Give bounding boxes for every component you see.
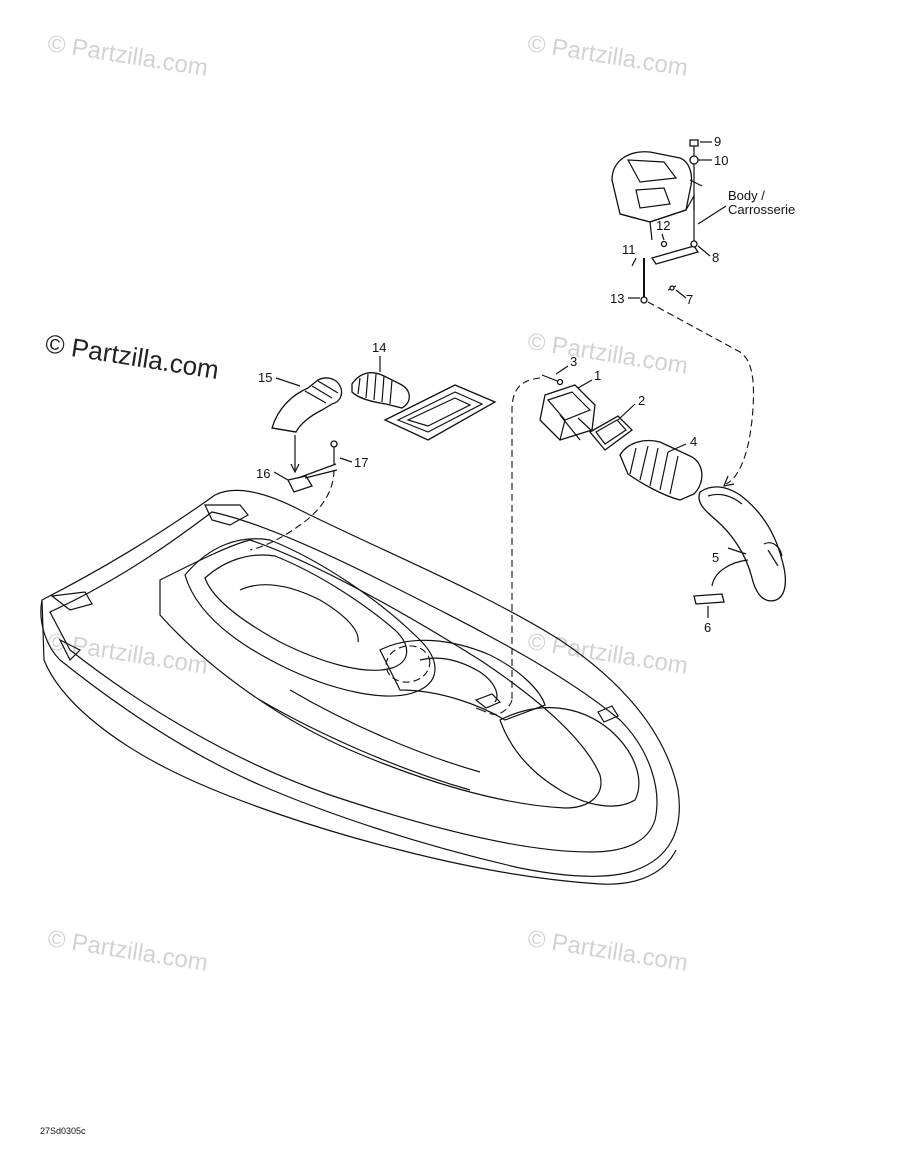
top-assembly [611, 139, 703, 304]
callout-6: 6 [704, 620, 711, 635]
callout-17: 17 [354, 455, 368, 470]
callout-8: 8 [712, 250, 719, 265]
callout-15: 15 [258, 370, 272, 385]
callout-12: 12 [656, 218, 670, 233]
callout-11: 11 [622, 242, 636, 257]
right-assembly [475, 301, 787, 715]
hull-illustration [40, 489, 680, 885]
callout-10: 10 [714, 153, 728, 168]
callout-7: 7 [686, 292, 693, 307]
body-note: Body / Carrosserie [728, 188, 795, 217]
callout-13: 13 [610, 291, 624, 306]
callout-1: 1 [594, 368, 601, 383]
callouts: 1 2 3 4 5 6 7 8 9 10 11 12 13 14 15 16 1… [256, 134, 728, 635]
callout-2: 2 [638, 393, 645, 408]
body-note-line-1: Body / [728, 188, 765, 203]
leader-lines [273, 141, 747, 618]
callout-14: 14 [372, 340, 386, 355]
body-note-line-2: Carrosserie [728, 202, 795, 217]
callout-4: 4 [690, 434, 697, 449]
callout-3: 3 [570, 354, 577, 369]
callout-16: 16 [256, 466, 270, 481]
callout-5: 5 [712, 550, 719, 565]
intake-assembly [249, 372, 497, 551]
diagram-code: 27Sd0305c [40, 1126, 86, 1136]
callout-9: 9 [714, 134, 721, 149]
